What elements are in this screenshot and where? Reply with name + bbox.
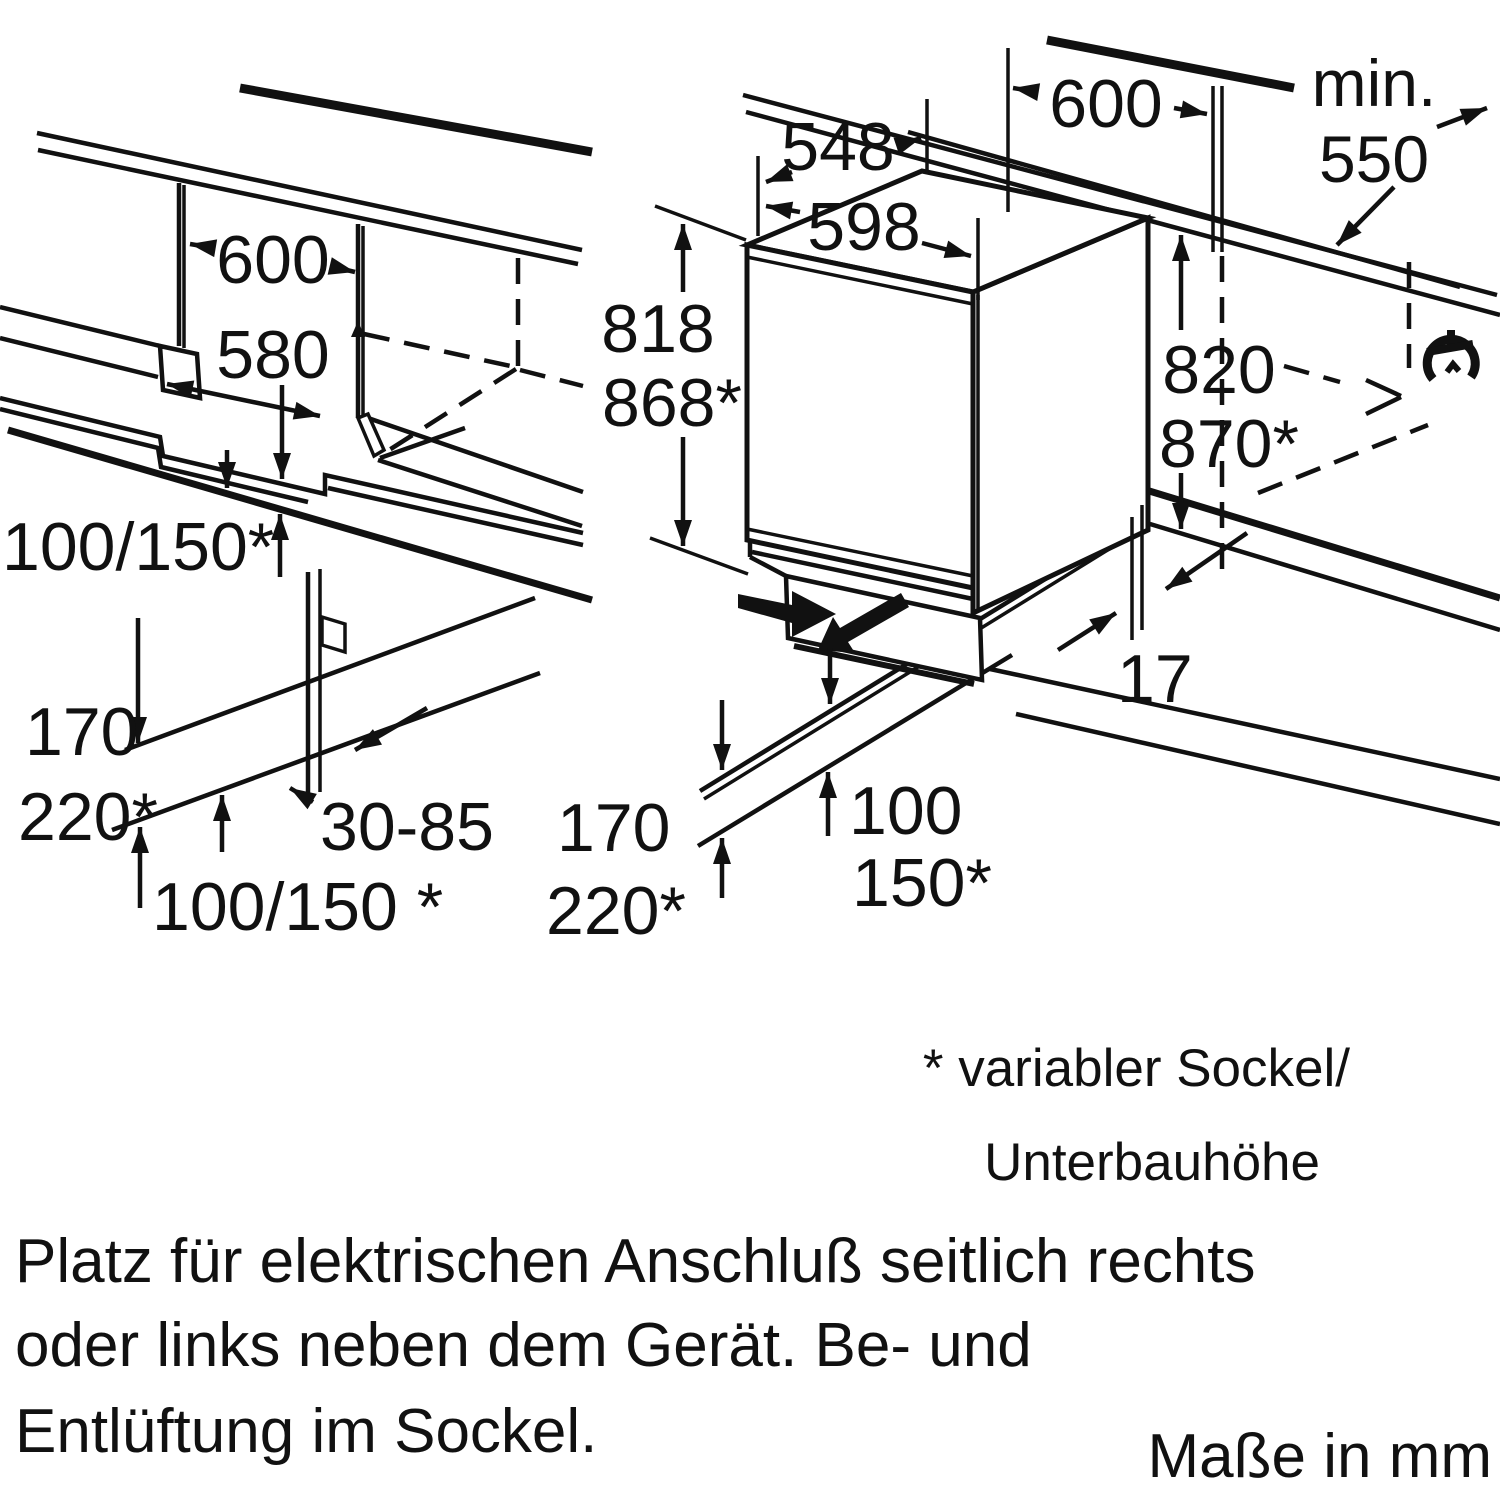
cabinet-edge-right-2 <box>377 457 583 529</box>
dim-body-depth: 548 <box>781 109 894 185</box>
note-line-1: Platz für elektrischen Anschluß seitlich… <box>15 1227 1256 1296</box>
door-top-inner-edge <box>746 255 974 306</box>
note-block: Platz für elektrischen Anschluß seitlich… <box>15 1227 1256 1466</box>
side-panel-section-right <box>355 411 387 459</box>
wall-top-edge <box>239 83 593 157</box>
dim-back-gap: 17 <box>1117 641 1193 717</box>
dim-min-label: min. <box>1312 46 1437 120</box>
worktop-front-edge-2 <box>37 147 579 267</box>
floor-depth-line-a <box>124 595 536 753</box>
door-underside-edge <box>751 549 974 602</box>
appliance-box <box>738 168 1157 687</box>
wall-top-edge <box>1046 35 1295 93</box>
dim-plinth-front-height: 100/150* <box>2 509 274 585</box>
airflow-in-arrow <box>738 591 836 637</box>
floor-line-thick <box>7 426 593 604</box>
cabinet-edge-right <box>367 415 584 495</box>
power-socket-icon <box>1422 330 1480 382</box>
plinth-profile <box>0 395 584 536</box>
hidden-lines <box>1219 256 1429 580</box>
dim-min-depth: 550 <box>1319 122 1429 196</box>
dim-plinth-height-b: 150* <box>852 845 992 921</box>
airflow-out-arrow <box>818 593 909 653</box>
right-diagram: 548 598 600 min. 550 818 868* 820 870* 1… <box>546 35 1500 949</box>
plinth-profile-2 <box>0 406 309 505</box>
dim-floor-height-a-right: 170 <box>557 790 670 866</box>
plinth-step-d <box>748 555 788 578</box>
dim-wall-height-a: 820 <box>1162 332 1275 408</box>
box-door-face <box>744 241 976 592</box>
wall-floor-line-thin <box>1149 521 1500 633</box>
dim-wall-height-b: 870* <box>1159 406 1299 482</box>
plinth-profile-3 <box>327 485 584 548</box>
door-bottom-inner-edge <box>746 527 974 578</box>
right-dimension-arrows <box>674 83 1488 898</box>
adjustable-panel-edges <box>305 569 322 795</box>
dim-niche-width-left: 600 <box>216 222 329 298</box>
floor-line-right-b <box>1015 711 1500 827</box>
floor-depth-line-b <box>696 653 1014 848</box>
note-line-3: Entlüftung im Sockel. <box>15 1397 597 1466</box>
dim-floor-height-b-left: 220* <box>18 779 158 855</box>
footnote-line-1: * variabler Sockel/ <box>923 1039 1350 1098</box>
left-dimension-arrows <box>129 239 429 908</box>
side-panel-section-lower <box>320 614 347 655</box>
dim-door-width: 598 <box>807 189 920 265</box>
plinth-kick-edge <box>793 643 975 687</box>
dim-floor-height-b-right: 220* <box>546 873 686 949</box>
footnote-block: * variabler Sockel/ Unterbauhöhe <box>923 1039 1350 1192</box>
worktop-front-edge <box>36 130 583 253</box>
cabinet-edge <box>0 304 161 349</box>
cabinet-edge <box>0 335 159 380</box>
floor-line-right-a <box>989 666 1500 782</box>
plinth-recess-edge <box>379 425 466 461</box>
note-line-2: oder links neben dem Gerät. Be- und <box>15 1311 1032 1380</box>
floor-depth-line-b <box>111 670 541 833</box>
worktop-back-edge <box>907 129 1461 290</box>
dim-side-panel-range: 30-85 <box>320 789 494 865</box>
niche-left-side <box>176 183 186 348</box>
dim-niche-height-b: 868* <box>602 365 742 441</box>
dim-plinth-height-a: 100 <box>849 773 962 849</box>
dim-floor-height-a-left: 170 <box>25 694 138 770</box>
niche-right-side <box>355 224 365 418</box>
footnote-line-2: Unterbauhöhe <box>984 1133 1320 1192</box>
dim-plinth-height-note: 100/150 * <box>152 869 443 945</box>
dim-niche-height-a: 818 <box>601 291 714 367</box>
hidden-niche-outline <box>351 258 584 454</box>
wall-floor-line-thick <box>1144 486 1500 602</box>
extension-lines <box>649 48 1224 640</box>
dim-niche-depth: 580 <box>216 317 329 393</box>
dim-niche-width-right: 600 <box>1049 66 1162 142</box>
left-diagram: 600 580 100/150* 170 220* 30-85 100/150 … <box>0 83 593 945</box>
units-note: Maße in mm <box>1148 1422 1492 1491</box>
